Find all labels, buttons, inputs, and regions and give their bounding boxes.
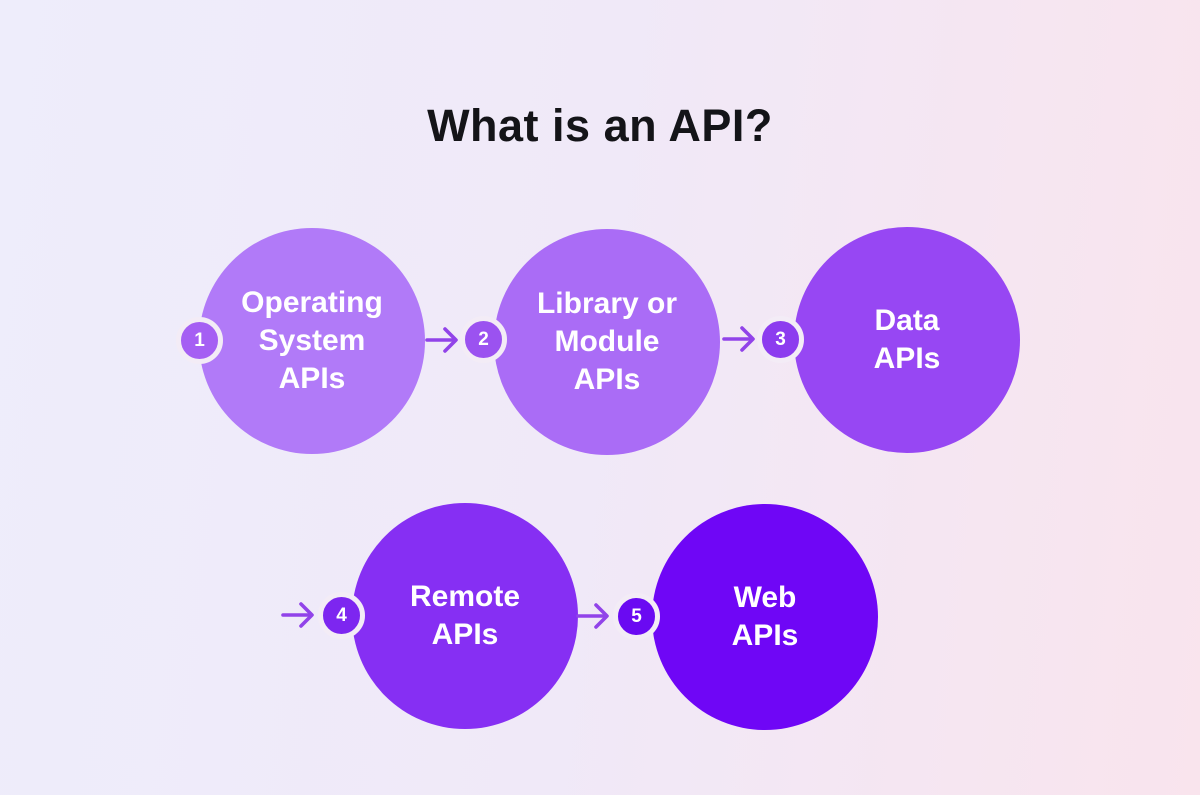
node-label-line: Library or	[536, 287, 678, 320]
node-label-line: Data	[874, 304, 940, 337]
arrow-right-icon	[281, 602, 314, 628]
node-label-line: Web	[733, 581, 797, 614]
arrow-right-icon	[722, 326, 755, 352]
node-operating-system-apis: Operating System APIs	[199, 228, 425, 454]
node-label-line: APIs	[731, 619, 799, 652]
node-library-or-module-apis: Library or Module APIs	[494, 229, 720, 455]
node-label-line: System	[258, 324, 366, 357]
node-web-apis: Web APIs	[652, 504, 878, 730]
node-label-line: Remote	[409, 580, 521, 613]
step-badge-3: 3	[757, 316, 804, 363]
node-label-line: APIs	[278, 362, 346, 395]
node-label: Library or Module APIs	[537, 285, 677, 399]
node-label: Web APIs	[732, 579, 799, 655]
node-label-line: Module	[554, 325, 660, 358]
node-label: Data APIs	[874, 302, 941, 378]
node-label-line: APIs	[431, 618, 499, 651]
step-badge-2: 2	[460, 316, 507, 363]
node-label-line: APIs	[573, 363, 641, 396]
arrow-right-icon	[425, 327, 458, 353]
node-data-apis: Data APIs	[794, 227, 1020, 453]
arrow-right-icon	[576, 603, 609, 629]
node-remote-apis: Remote APIs	[352, 503, 578, 729]
page-title: What is an API?	[427, 100, 773, 151]
node-label-line: APIs	[873, 342, 941, 375]
node-label-line: Operating	[241, 286, 383, 319]
step-badge-4: 4	[318, 592, 365, 639]
node-label: Remote APIs	[410, 578, 520, 654]
node-label: Operating System APIs	[241, 284, 383, 398]
step-badge-5: 5	[613, 593, 660, 640]
step-badge-1: 1	[176, 317, 223, 364]
